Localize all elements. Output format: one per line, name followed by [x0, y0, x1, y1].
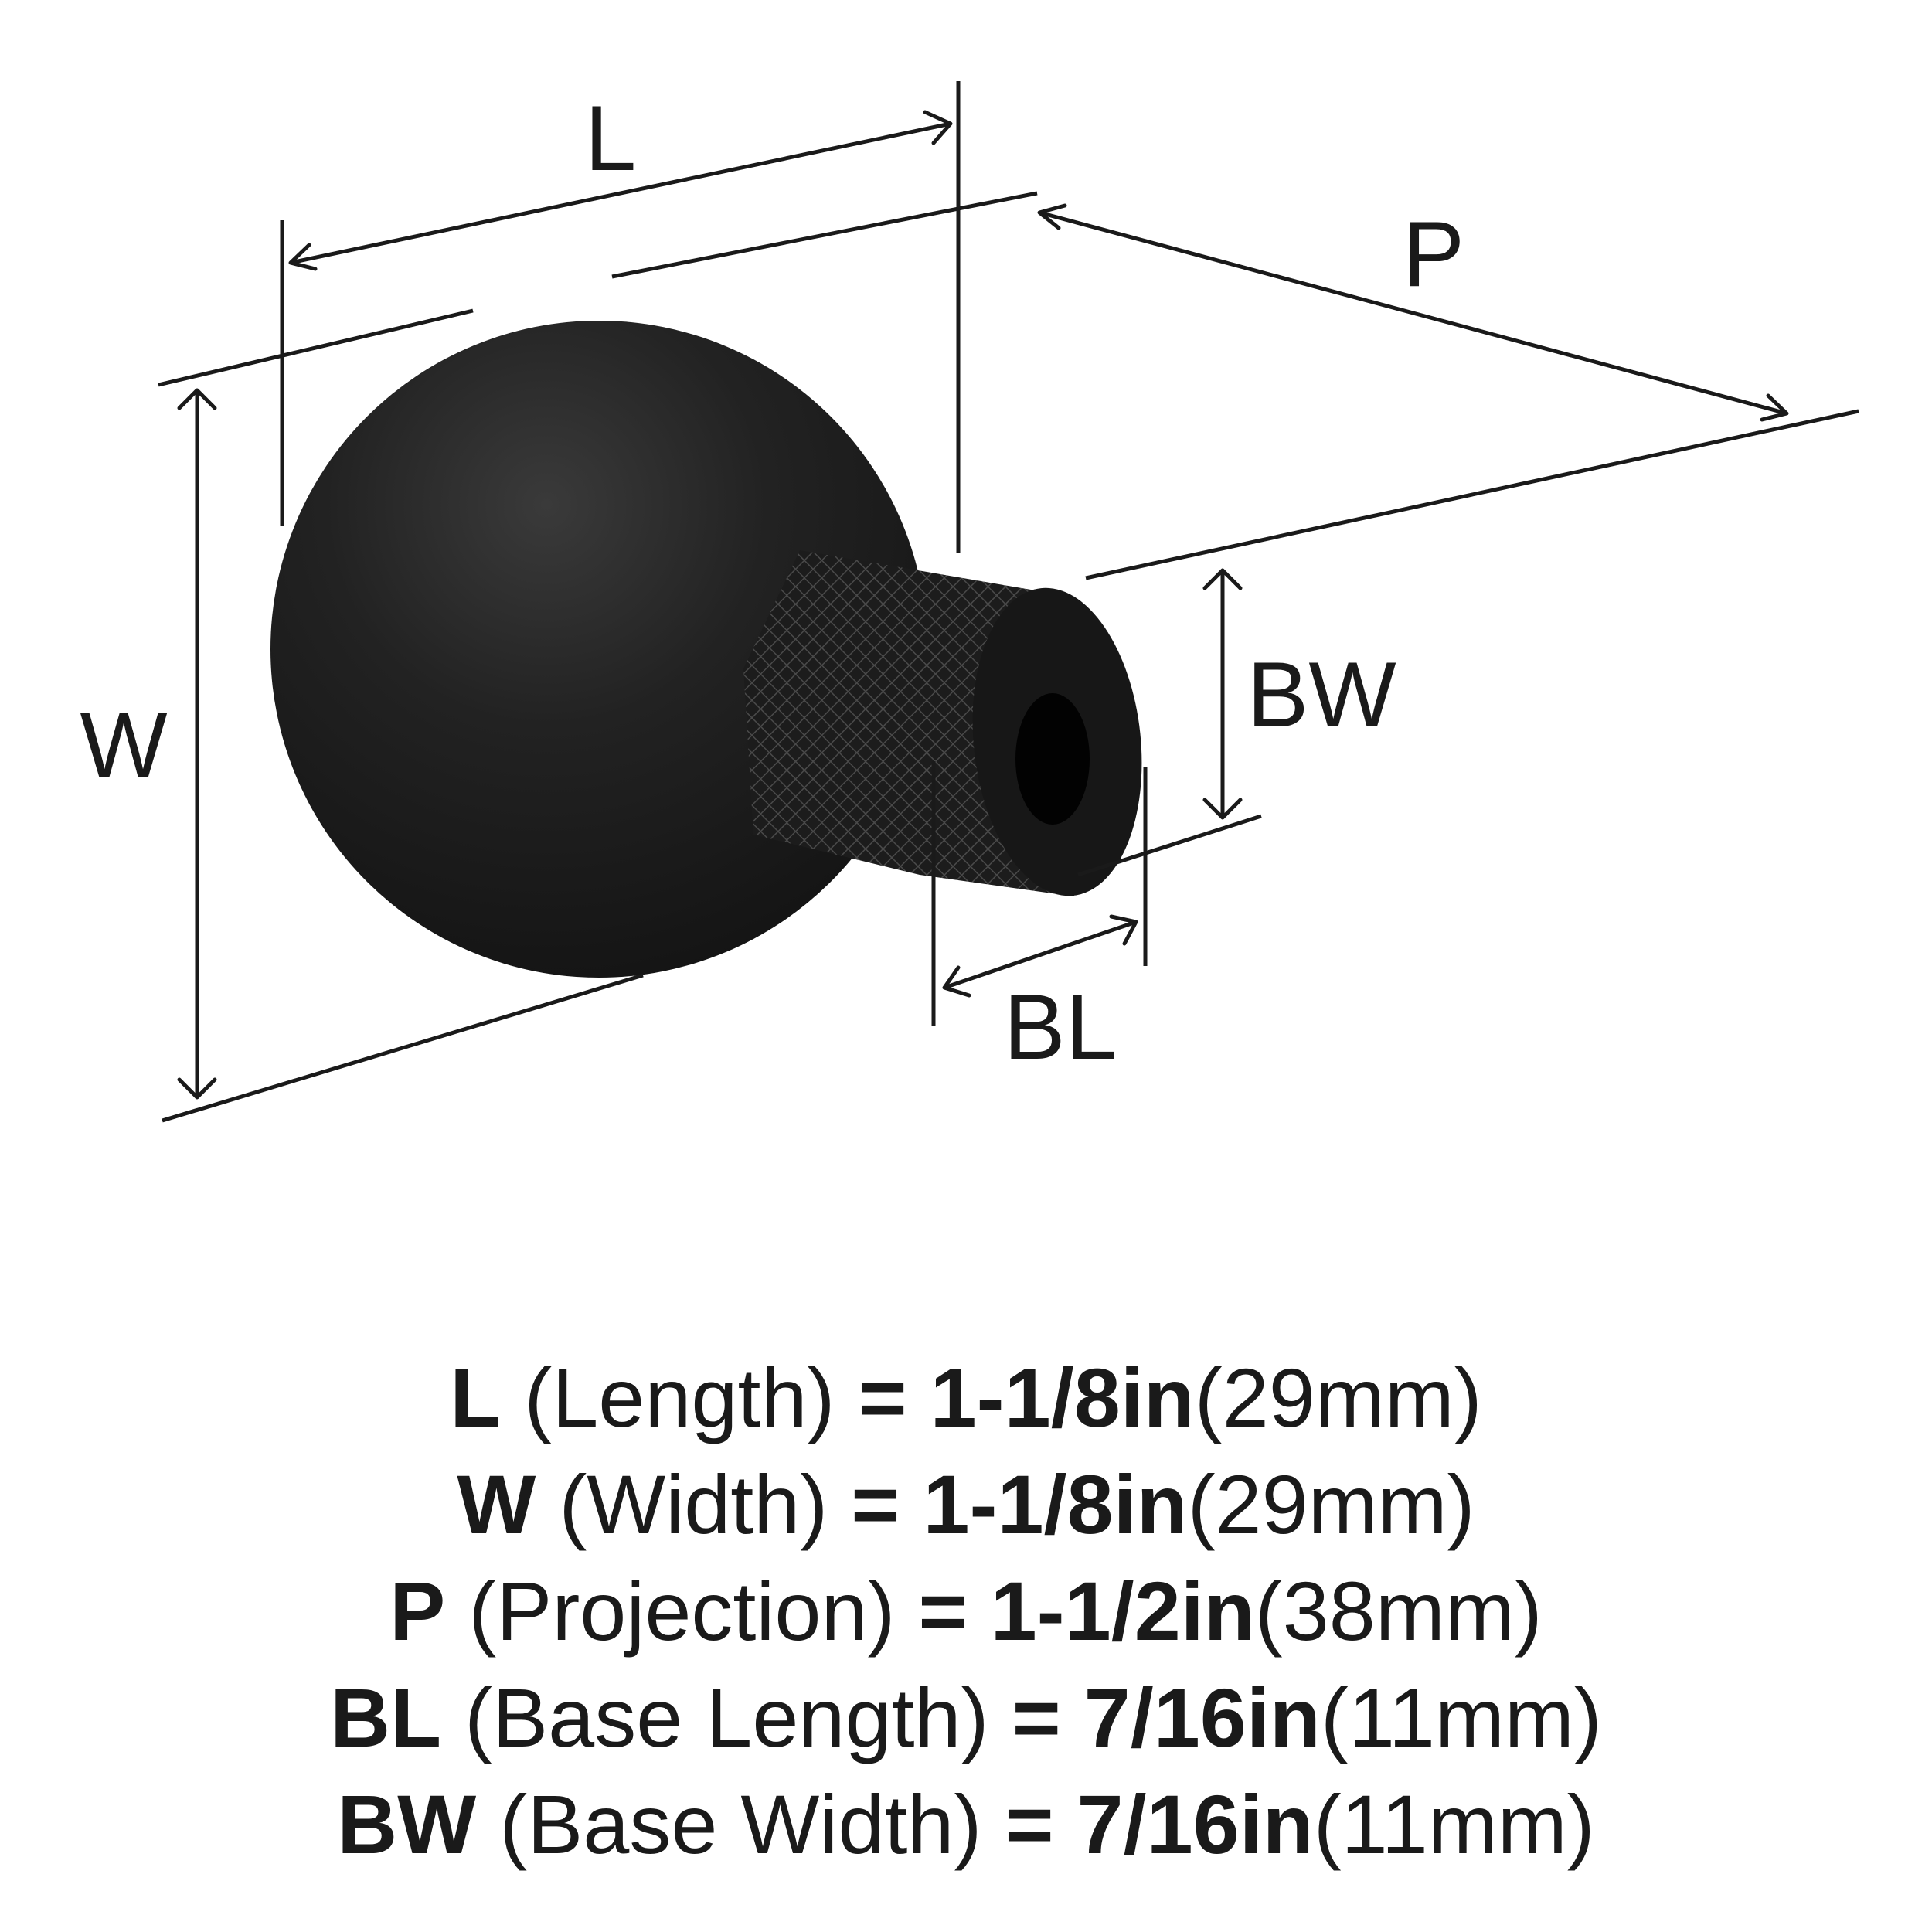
- label-width: W: [80, 693, 167, 797]
- spec-letter: BL: [330, 1671, 442, 1764]
- spec-name: (Length): [524, 1351, 835, 1444]
- spec-letter: P: [389, 1564, 446, 1658]
- spec-metric: (29mm): [1187, 1458, 1475, 1551]
- spec-row-base-length: BL (Base Length) = 7/16in(11mm): [0, 1665, 1932, 1771]
- spec-row-length: L (Length) = 1-1/8in(29mm): [0, 1345, 1932, 1451]
- label-length: L: [585, 87, 637, 190]
- spec-value: 1-1/8in: [923, 1458, 1188, 1551]
- specifications-list: L (Length) = 1-1/8in(29mm) W (Width) = 1…: [0, 1345, 1932, 1878]
- spec-metric: (38mm): [1254, 1564, 1543, 1658]
- spec-row-width: W (Width) = 1-1/8in(29mm): [0, 1451, 1932, 1558]
- label-base-width: BW: [1247, 643, 1396, 747]
- spec-value: 7/16in: [1077, 1777, 1314, 1871]
- spec-equals: =: [851, 1458, 900, 1551]
- spec-value: 1-1/2in: [990, 1564, 1255, 1658]
- spec-metric: (11mm): [1313, 1777, 1595, 1871]
- label-base-length: BL: [1004, 975, 1117, 1079]
- spec-letter: W: [457, 1458, 536, 1551]
- spec-letter: L: [450, 1351, 502, 1444]
- spec-name: (Base Length): [464, 1671, 989, 1764]
- screw-hole: [1015, 693, 1090, 825]
- dimension-lines: [158, 81, 1859, 1123]
- spec-row-base-width: BW (Base Width) = 7/16in(11mm): [0, 1771, 1932, 1878]
- spec-name: (Base Width): [499, 1777, 982, 1871]
- label-projection: P: [1403, 202, 1464, 306]
- spec-equals: =: [1005, 1777, 1054, 1871]
- spec-equals: =: [1012, 1671, 1061, 1764]
- knob-dimension-diagram: L W P BW BL: [80, 81, 1859, 1123]
- spec-value: 1-1/8in: [930, 1351, 1195, 1444]
- spec-name: (Width): [559, 1458, 828, 1551]
- spec-equals: =: [918, 1564, 968, 1658]
- spec-name: (Projection): [468, 1564, 896, 1658]
- spec-equals: =: [858, 1351, 907, 1444]
- spec-metric: (11mm): [1320, 1671, 1602, 1764]
- knob-base: [743, 550, 1142, 896]
- spec-value: 7/16in: [1083, 1671, 1321, 1764]
- spec-row-projection: P (Projection) = 1-1/2in(38mm): [0, 1558, 1932, 1665]
- spec-letter: BW: [337, 1777, 477, 1871]
- spec-metric: (29mm): [1194, 1351, 1482, 1444]
